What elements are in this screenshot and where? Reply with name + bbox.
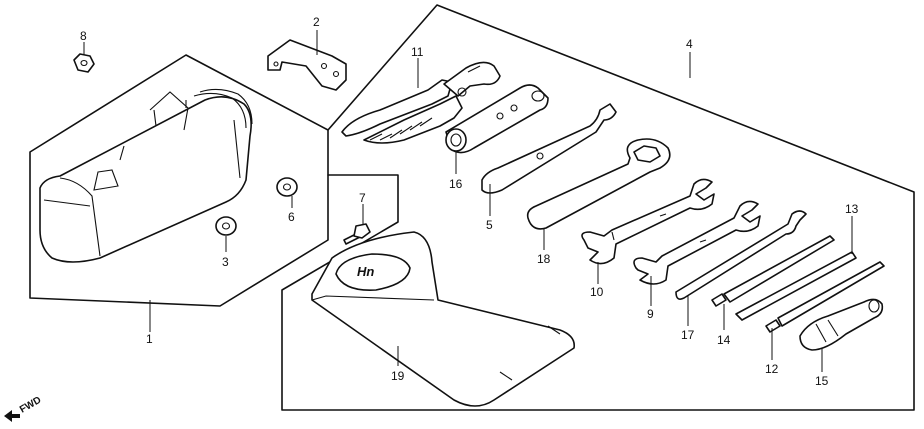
ring-spanner xyxy=(526,138,671,230)
callout-4: 4 xyxy=(686,37,693,51)
pliers xyxy=(341,61,501,144)
bolt-7 xyxy=(343,223,371,245)
callout-8: 8 xyxy=(80,29,87,43)
fwd-arrow: FWD xyxy=(4,395,43,422)
nut-8 xyxy=(73,53,95,73)
callout-11: 11 xyxy=(411,45,424,59)
callout-5: 5 xyxy=(486,218,493,232)
extension-bar xyxy=(675,210,807,300)
callout-3: 3 xyxy=(222,255,229,269)
group-outline-4 xyxy=(281,4,915,411)
callout-1: 1 xyxy=(146,332,153,346)
screwdriver-12 xyxy=(765,261,885,333)
svg-text:Hn: Hn xyxy=(357,264,374,279)
tool-bag xyxy=(39,88,253,263)
open-wrench-10 xyxy=(581,178,715,265)
washer-6 xyxy=(276,177,298,197)
screwdriver-handle xyxy=(799,298,884,351)
callout-18: 18 xyxy=(537,252,551,266)
callout-2: 2 xyxy=(313,15,320,29)
callout-7: 7 xyxy=(359,191,366,205)
open-wrench-9 xyxy=(633,200,761,285)
callout-10: 10 xyxy=(590,285,604,299)
washer-3 xyxy=(215,216,237,236)
screwdriver-14 xyxy=(711,235,835,307)
bracket-2 xyxy=(267,39,347,91)
pin-spanner xyxy=(481,103,617,194)
callout-13: 13 xyxy=(845,202,859,216)
callout-17: 17 xyxy=(681,328,695,342)
callout-12: 12 xyxy=(765,362,779,376)
screwdriver-13 xyxy=(735,251,857,321)
callout-19: 19 xyxy=(391,369,405,383)
group-outline-1 xyxy=(29,54,329,307)
spark-plug-wrench xyxy=(445,84,549,154)
callout-6: 6 xyxy=(288,210,295,224)
callout-15: 15 xyxy=(815,374,829,388)
callout-9: 9 xyxy=(647,307,654,321)
tool-pouch: Hn xyxy=(311,231,576,407)
fwd-label: FWD xyxy=(18,395,43,416)
callout-16: 16 xyxy=(449,177,463,191)
callout-14: 14 xyxy=(717,333,731,347)
